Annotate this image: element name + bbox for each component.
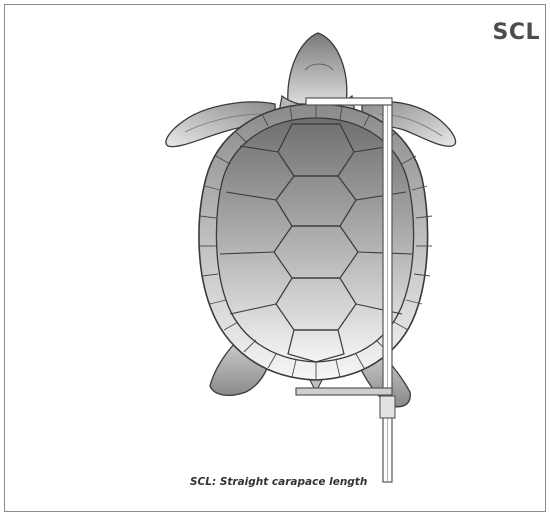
diagram-caption: SCL: Straight carapace length: [190, 476, 367, 488]
turtle-head: [288, 33, 347, 104]
diagram-title: SCL: [492, 20, 540, 45]
